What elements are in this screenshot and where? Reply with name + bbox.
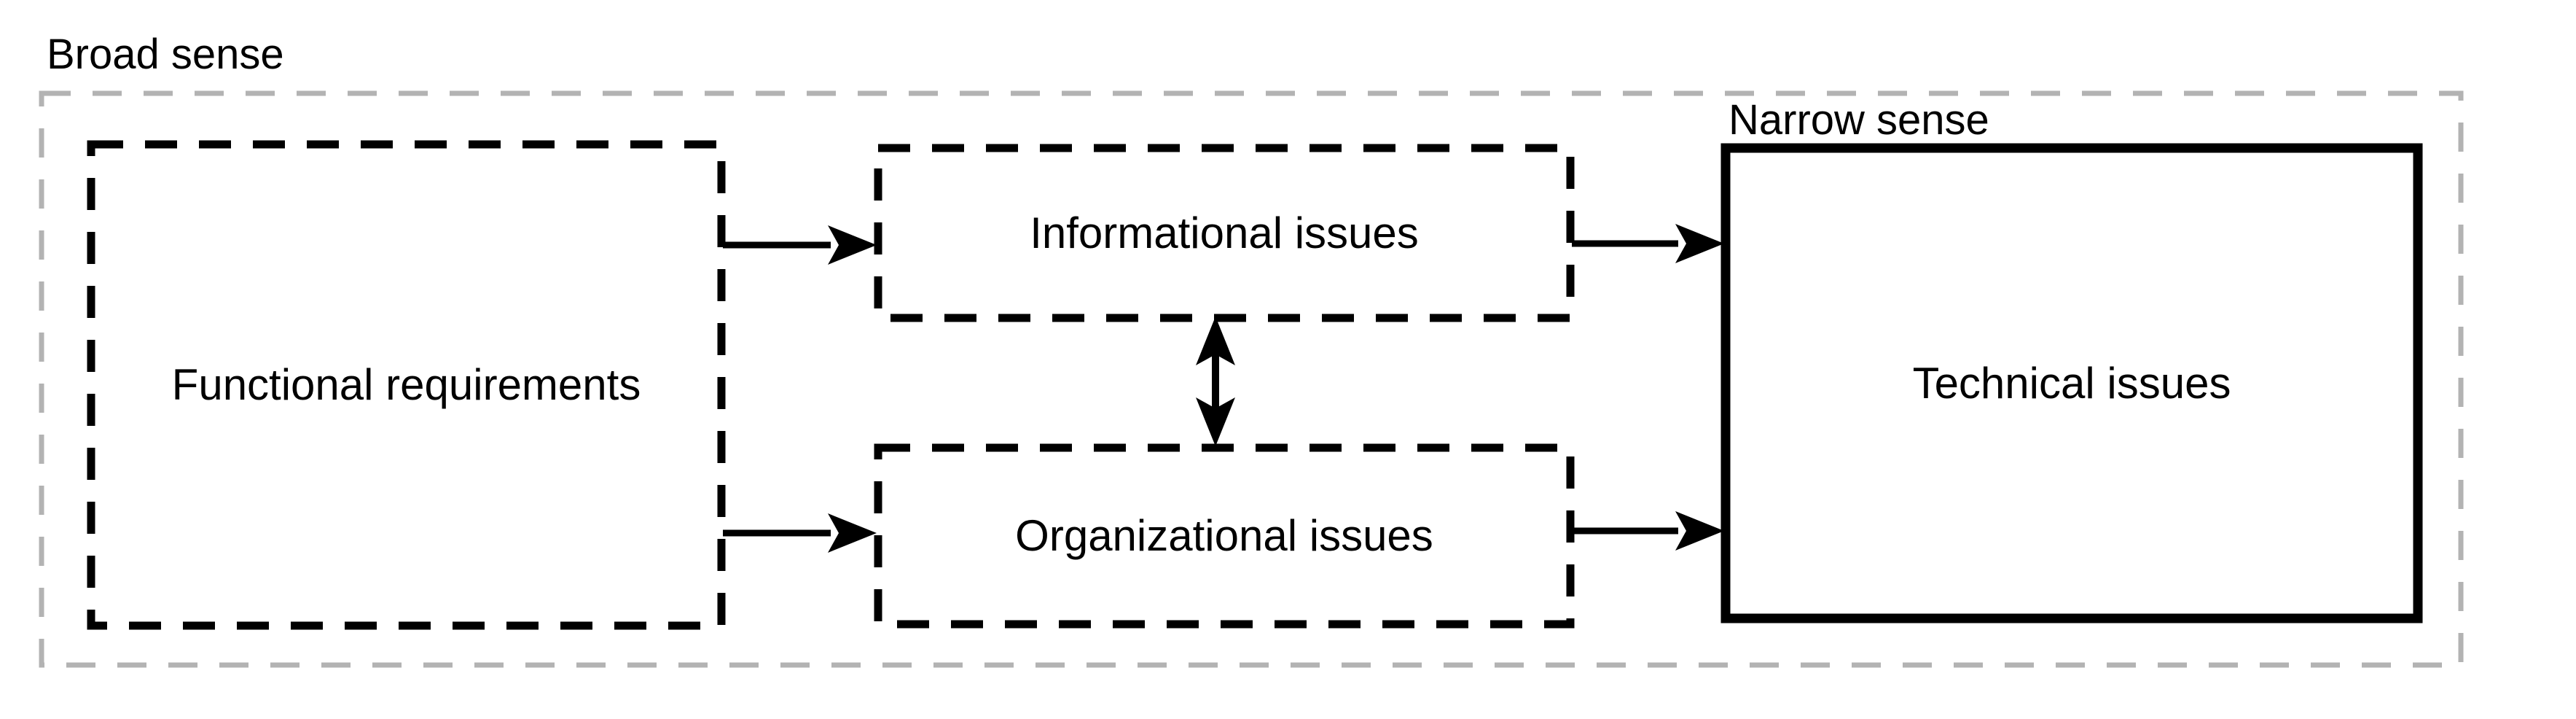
narrow-sense-label: Narrow sense bbox=[1729, 96, 1989, 144]
informational-issues-box-border bbox=[874, 144, 1575, 322]
technical-issues-box-border bbox=[1720, 143, 2423, 623]
technical-issues-box-label: Technical issues bbox=[1912, 358, 2231, 408]
arrow-organizational-to-technical bbox=[1572, 511, 1724, 551]
arrow-informational-to-technical bbox=[1572, 224, 1724, 263]
informational-issues-box-label: Informational issues bbox=[1030, 208, 1419, 257]
organizational-issues-box-border bbox=[874, 443, 1575, 629]
arrow-functional-to-informational bbox=[723, 225, 877, 265]
arrow-functional-to-organizational bbox=[723, 513, 877, 553]
double-arrow-informational-organizational bbox=[1196, 316, 1235, 446]
functional-requirements-box-label: Functional requirements bbox=[171, 360, 641, 409]
broad-sense-container-border bbox=[39, 90, 2464, 668]
broad-sense-label: Broad sense bbox=[47, 31, 284, 78]
functional-requirements-box-border bbox=[87, 140, 726, 630]
organizational-issues-box-label: Organizational issues bbox=[1015, 511, 1433, 560]
